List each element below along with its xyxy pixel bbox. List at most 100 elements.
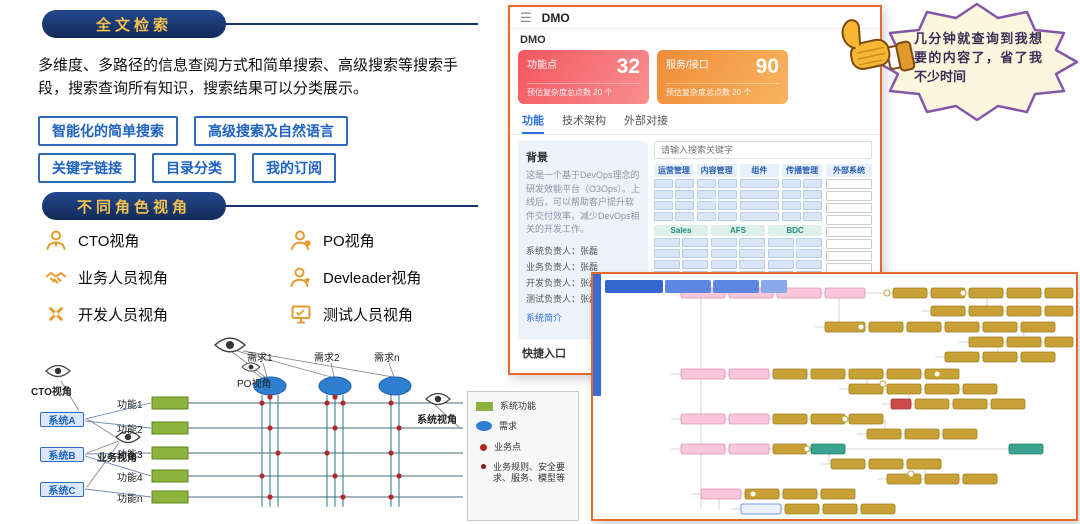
flow-connector-dot[interactable] bbox=[907, 470, 915, 478]
arch-module-cell[interactable] bbox=[674, 201, 694, 210]
flow-node[interactable] bbox=[1006, 287, 1042, 299]
flow-node[interactable] bbox=[890, 398, 912, 410]
arch-module-cell[interactable] bbox=[826, 227, 872, 237]
arch-module-cell[interactable] bbox=[739, 190, 780, 199]
flow-connector-dot[interactable] bbox=[749, 490, 757, 498]
arch-module-cell[interactable] bbox=[654, 201, 673, 210]
system-intro-link[interactable]: 系统简介 bbox=[526, 313, 563, 324]
flow-node[interactable] bbox=[824, 287, 866, 299]
flow-node[interactable] bbox=[968, 336, 1004, 348]
flow-node[interactable] bbox=[680, 368, 726, 380]
flow-node[interactable] bbox=[848, 368, 884, 380]
arch-module-cell[interactable] bbox=[768, 260, 794, 269]
tab-external[interactable]: 外部对接 bbox=[624, 115, 668, 127]
arch-module-cell[interactable] bbox=[803, 201, 822, 210]
flow-node[interactable] bbox=[824, 321, 866, 333]
flow-node[interactable] bbox=[1020, 321, 1056, 333]
flow-node[interactable] bbox=[962, 383, 998, 395]
flow-node[interactable] bbox=[906, 321, 942, 333]
flow-node[interactable] bbox=[892, 287, 928, 299]
arch-module-cell[interactable] bbox=[826, 191, 872, 201]
flow-node[interactable] bbox=[848, 383, 884, 395]
flow-connector-dot[interactable] bbox=[857, 323, 865, 331]
flow-node[interactable] bbox=[776, 287, 822, 299]
quick-entry-label[interactable]: 快捷入口 bbox=[522, 348, 566, 360]
arch-module-cell[interactable] bbox=[796, 260, 822, 269]
flow-node[interactable] bbox=[968, 287, 1004, 299]
arch-module-cell[interactable] bbox=[768, 238, 794, 247]
flow-node[interactable] bbox=[1044, 305, 1074, 317]
flow-node[interactable] bbox=[728, 368, 770, 380]
flow-node[interactable] bbox=[820, 488, 856, 500]
flow-connector-dot[interactable] bbox=[883, 289, 891, 297]
flow-node[interactable] bbox=[728, 443, 770, 455]
flow-node[interactable] bbox=[1006, 305, 1042, 317]
search-input[interactable] bbox=[654, 141, 872, 159]
arch-module-cell[interactable] bbox=[674, 212, 694, 221]
flow-node[interactable] bbox=[944, 321, 980, 333]
tab-function[interactable]: 功能 bbox=[522, 112, 544, 134]
arch-module-cell[interactable] bbox=[717, 179, 737, 188]
flow-node[interactable] bbox=[740, 503, 782, 515]
flow-node[interactable] bbox=[906, 458, 942, 470]
arch-module-cell[interactable] bbox=[782, 179, 802, 188]
arch-module-cell[interactable] bbox=[803, 190, 822, 199]
flow-node[interactable] bbox=[962, 473, 998, 485]
flow-node[interactable] bbox=[1020, 351, 1056, 363]
arch-module-cell[interactable] bbox=[796, 249, 822, 258]
flowmap-toolbar-segment[interactable] bbox=[605, 280, 663, 293]
arch-module-cell[interactable] bbox=[782, 201, 802, 210]
arch-module-cell[interactable] bbox=[674, 190, 694, 199]
arch-module-cell[interactable] bbox=[696, 190, 716, 199]
arch-module-cell[interactable] bbox=[717, 212, 737, 221]
flow-node[interactable] bbox=[728, 413, 770, 425]
arch-module-cell[interactable] bbox=[674, 179, 694, 188]
arch-module-cell[interactable] bbox=[803, 179, 822, 188]
flow-node[interactable] bbox=[1006, 336, 1042, 348]
flow-node[interactable] bbox=[944, 351, 980, 363]
flow-node[interactable] bbox=[952, 398, 988, 410]
flow-node[interactable] bbox=[810, 368, 846, 380]
flowmap-toolbar-segment[interactable] bbox=[665, 280, 711, 293]
arch-module-cell[interactable] bbox=[717, 201, 737, 210]
flow-node[interactable] bbox=[886, 473, 922, 485]
flow-node[interactable] bbox=[1044, 287, 1074, 299]
flow-node[interactable] bbox=[886, 383, 922, 395]
flow-node[interactable] bbox=[830, 458, 866, 470]
flow-node[interactable] bbox=[886, 368, 922, 380]
flow-node[interactable] bbox=[772, 368, 808, 380]
flow-node[interactable] bbox=[772, 413, 808, 425]
flow-node[interactable] bbox=[924, 473, 960, 485]
arch-module-cell[interactable] bbox=[682, 260, 708, 269]
arch-module-cell[interactable] bbox=[796, 238, 822, 247]
flow-node[interactable] bbox=[860, 503, 896, 515]
arch-module-cell[interactable] bbox=[782, 190, 802, 199]
flow-node[interactable] bbox=[868, 458, 904, 470]
flowmap-sidebar[interactable] bbox=[593, 274, 601, 396]
flow-node[interactable] bbox=[868, 321, 904, 333]
flow-node[interactable] bbox=[700, 488, 742, 500]
arch-module-cell[interactable] bbox=[696, 201, 716, 210]
flowmap-toolbar-segment[interactable] bbox=[761, 280, 787, 293]
flow-node[interactable] bbox=[904, 428, 940, 440]
arch-module-cell[interactable] bbox=[826, 239, 872, 249]
flow-node[interactable] bbox=[866, 428, 902, 440]
arch-module-cell[interactable] bbox=[711, 260, 737, 269]
flow-connector-dot[interactable] bbox=[879, 380, 887, 388]
arch-module-cell[interactable] bbox=[826, 179, 872, 189]
arch-module-cell[interactable] bbox=[739, 238, 765, 247]
arch-module-cell[interactable] bbox=[768, 249, 794, 258]
tab-architecture[interactable]: 技术架构 bbox=[562, 115, 606, 127]
arch-module-cell[interactable] bbox=[739, 179, 780, 188]
flow-connector-dot[interactable] bbox=[959, 289, 967, 297]
flow-node[interactable] bbox=[810, 413, 846, 425]
flow-node[interactable] bbox=[982, 321, 1018, 333]
flow-node[interactable] bbox=[924, 368, 960, 380]
arch-module-cell[interactable] bbox=[654, 179, 673, 188]
flow-node[interactable] bbox=[822, 503, 858, 515]
flow-node[interactable] bbox=[982, 351, 1018, 363]
flow-connector-dot[interactable] bbox=[841, 415, 849, 423]
arch-module-cell[interactable] bbox=[826, 215, 872, 225]
flow-node[interactable] bbox=[1008, 443, 1044, 455]
flow-node[interactable] bbox=[848, 413, 884, 425]
